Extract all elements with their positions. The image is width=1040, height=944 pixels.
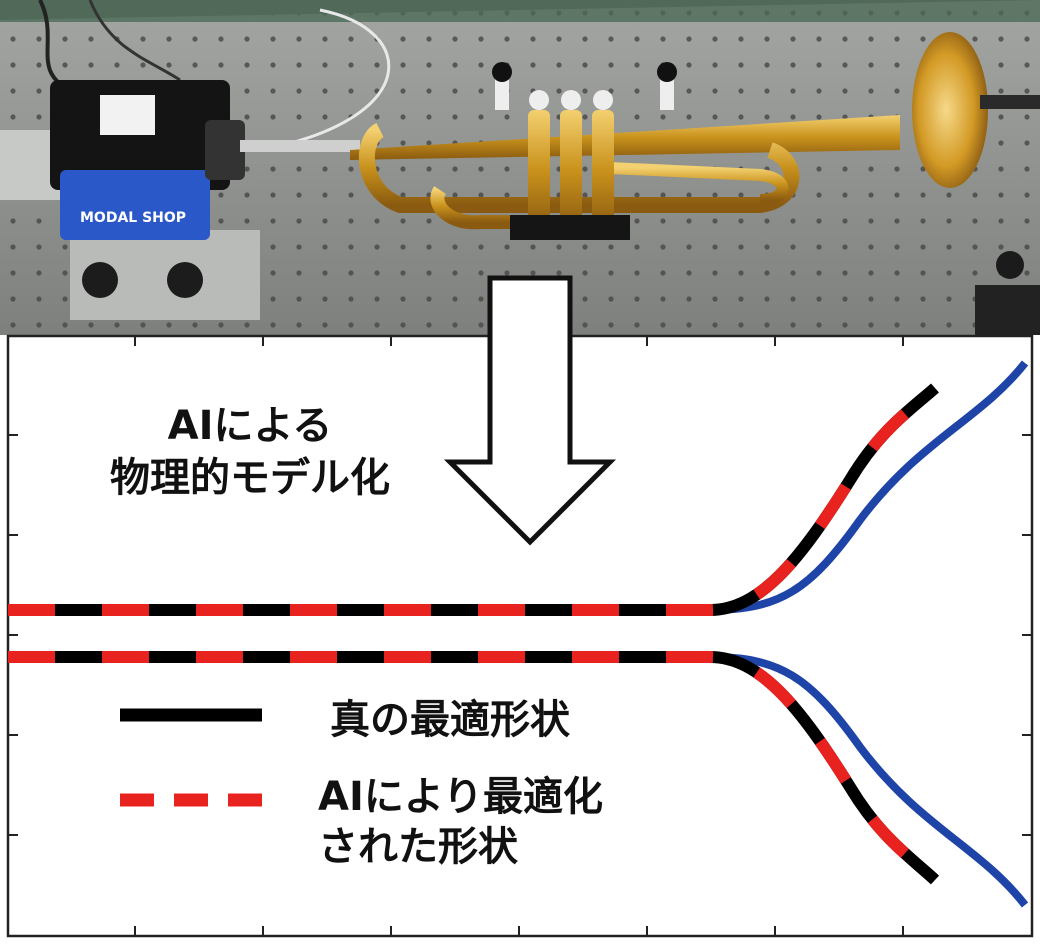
modal-shop-shaker-icon: MODAL SHOP [0, 80, 360, 320]
reference-shape-upper [709, 360, 1029, 614]
legend-ai-line-2: された形状 [318, 824, 518, 870]
axis-ticks [8, 336, 1032, 936]
ai-optimized-shape-lower [8, 651, 940, 885]
legend-ai-label: AIにより最適化 された形状 [318, 772, 603, 872]
trumpet-experiment-photo: MODAL SHOP [0, 0, 1040, 335]
reference-shape-lower [709, 653, 1029, 908]
ai-optimized-shape-upper [8, 383, 939, 616]
legend-ai-line-1: AIにより最適化 [318, 774, 604, 820]
trumpet-icon [350, 32, 988, 240]
annotation-line-2: 物理的モデル化 [110, 455, 390, 501]
ai-modeling-annotation: AIによる 物理的モデル化 [60, 400, 440, 504]
legend-true-label: 真の最適形状 [330, 697, 570, 743]
shaker-brand-text: MODAL SHOP [80, 210, 186, 226]
annotation-line-1: AIによる [167, 403, 333, 449]
down-arrow-icon [443, 275, 617, 546]
